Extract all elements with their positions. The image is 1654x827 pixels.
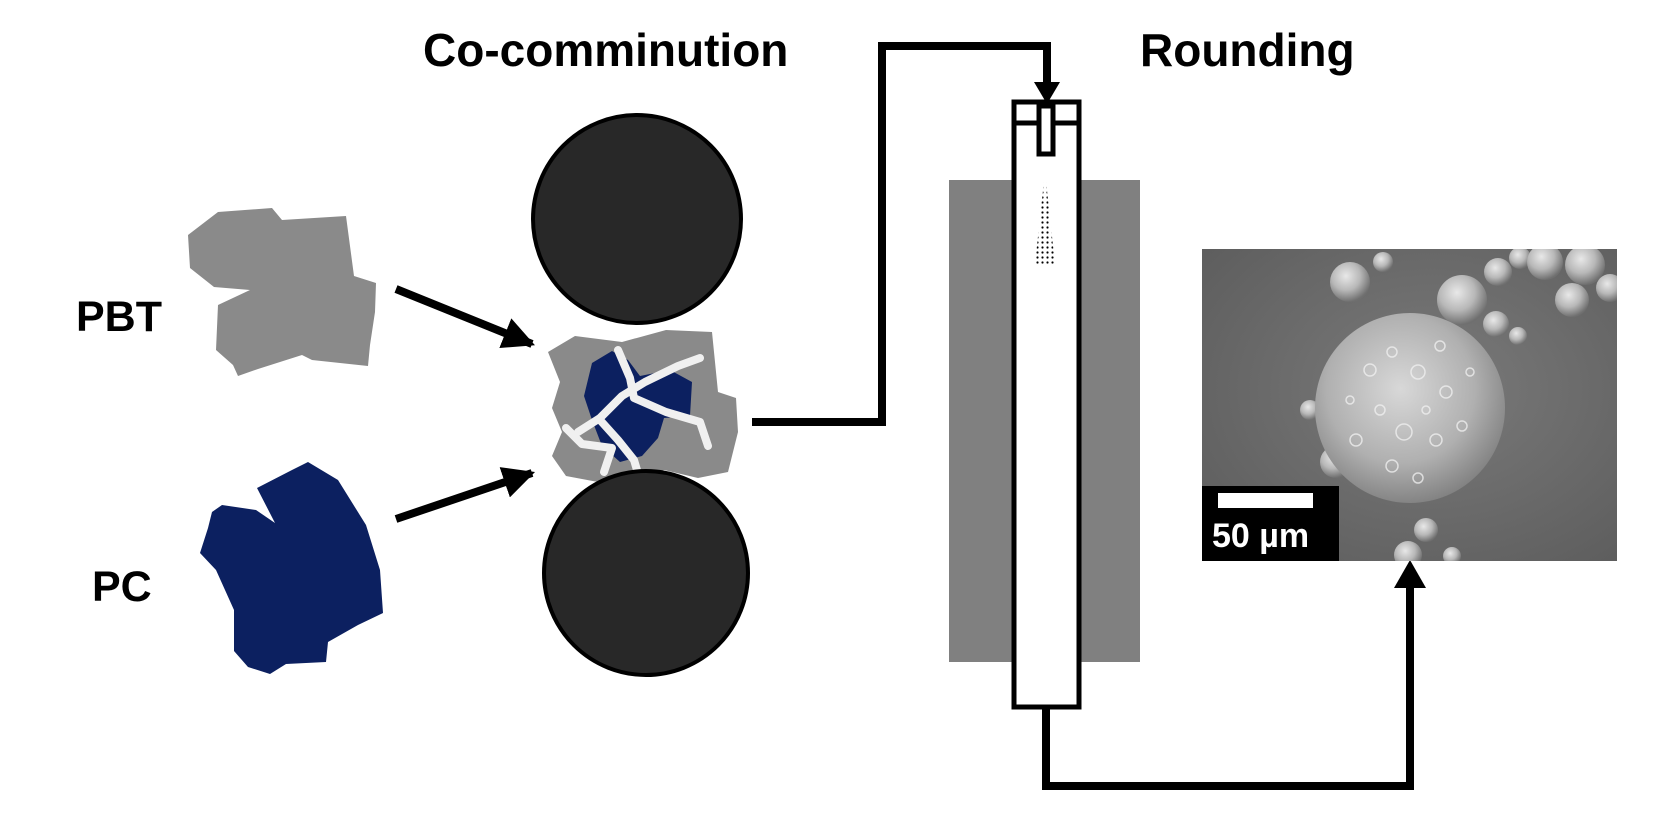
lower-roller xyxy=(542,469,750,677)
scale-bar xyxy=(1218,493,1313,508)
upper-roller xyxy=(531,113,743,325)
co-comminution-title: Co-comminution xyxy=(423,24,788,76)
sem-micrograph: 50 µm xyxy=(1202,249,1617,561)
pbt-particle xyxy=(188,208,376,376)
pbt-arrow xyxy=(394,285,535,349)
pbt-label: PBT xyxy=(76,293,162,341)
pc-label: PC xyxy=(92,563,152,611)
spray-cone xyxy=(1035,172,1055,264)
product-arrowhead xyxy=(1394,560,1426,588)
pc-particle xyxy=(200,462,383,674)
feed-nozzle xyxy=(1036,103,1056,157)
rounding-title: Rounding xyxy=(1140,24,1355,76)
transfer-line-to-product xyxy=(1042,580,1414,790)
pc-arrow xyxy=(394,467,536,523)
feed-arrowhead xyxy=(1034,82,1060,104)
scale-bar-label: 50 µm xyxy=(1212,517,1309,555)
mixed-particle xyxy=(548,330,738,485)
transfer-line-to-rounding xyxy=(752,42,1051,426)
